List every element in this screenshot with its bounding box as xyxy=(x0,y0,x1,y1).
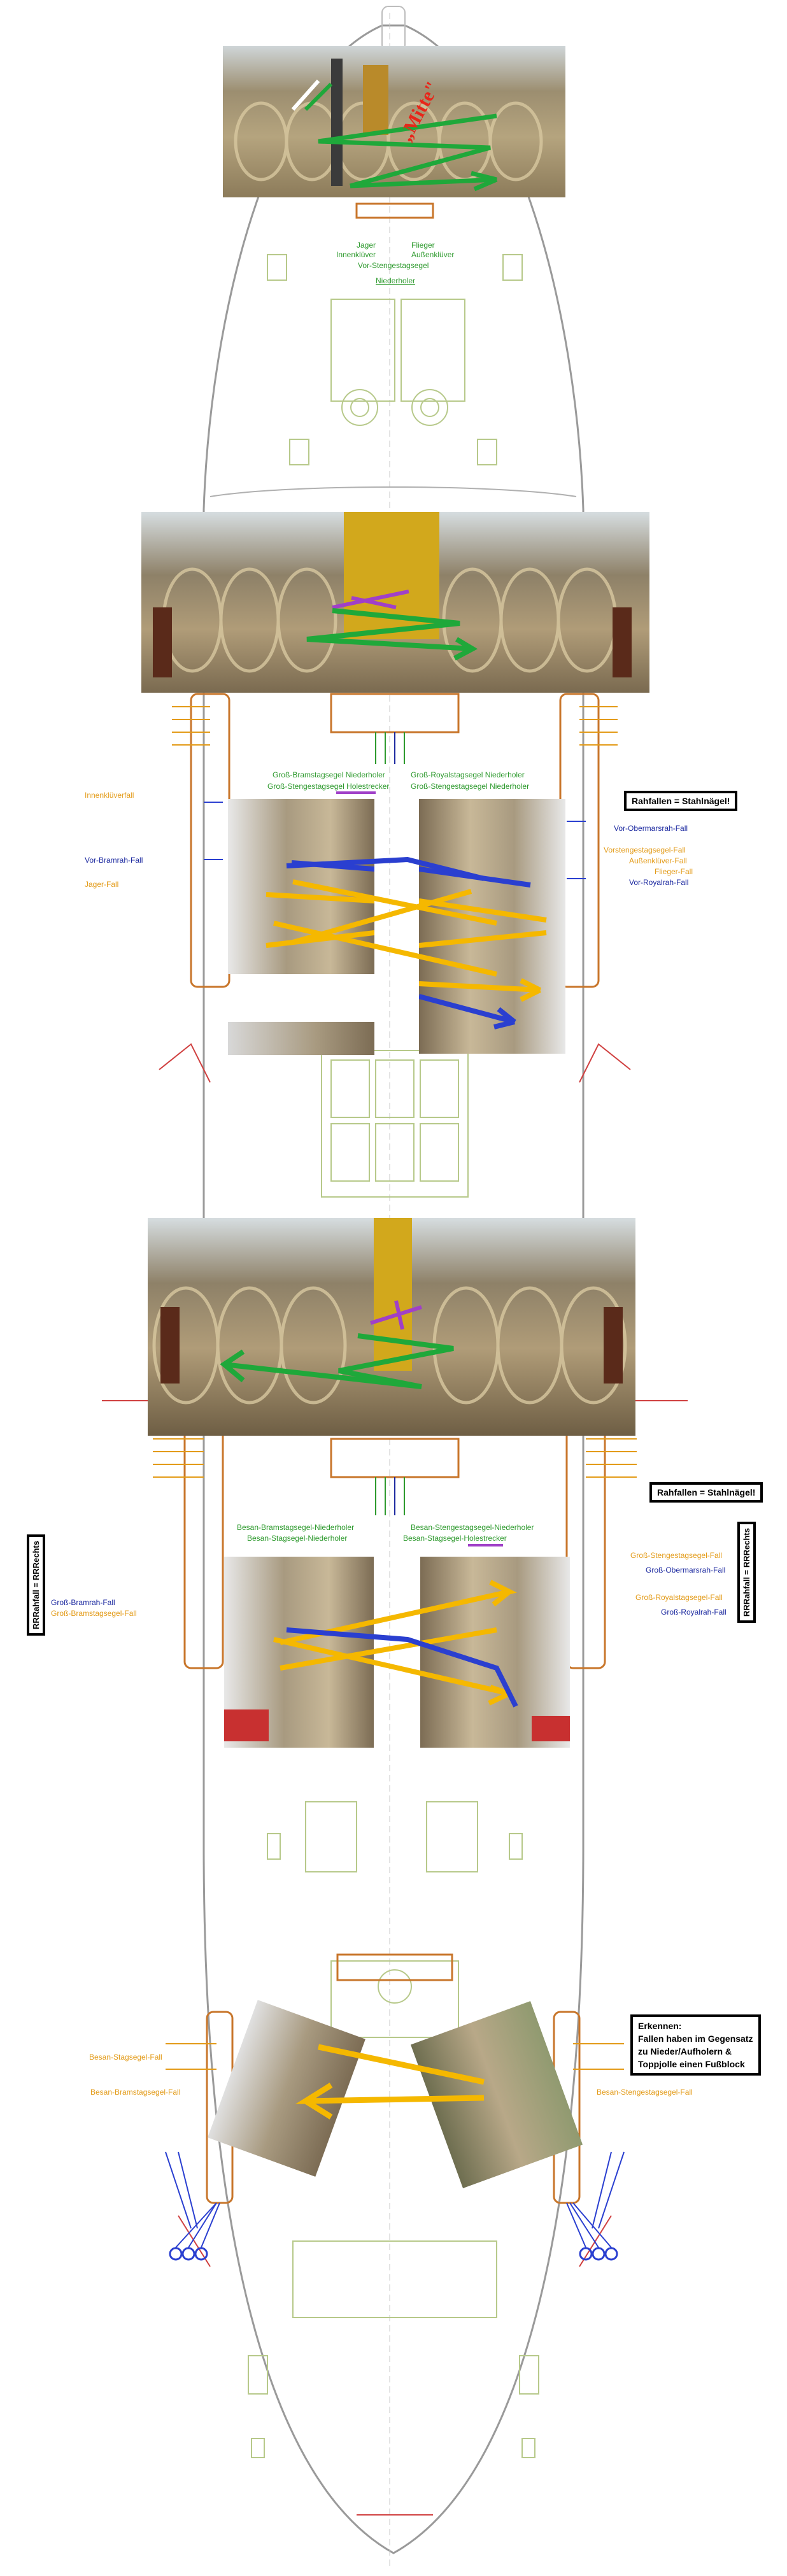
label-gross-obermarsrah-fall: Groß-Obermarsrah-Fall xyxy=(646,1566,726,1575)
label-jager-fall: Jager-Fall xyxy=(85,880,119,889)
label-vor-obermarsrah-fall: Vor-Obermarsrah-Fall xyxy=(614,824,688,833)
label-niederholer: Niederholer xyxy=(376,276,416,285)
note-rrrahfall-left: RRRahfall = RRRechts xyxy=(27,1534,45,1636)
label-vor-royalrah-fall: Vor-Royalrah-Fall xyxy=(629,878,689,887)
label-vor-stengestagsegel: Vor-Stengestagsegel xyxy=(358,261,429,270)
label-besan-stagsegel-fall: Besan-Stagsegel-Fall xyxy=(89,2053,162,2062)
label-gross-bramrah-fall: Groß-Bramrah-Fall xyxy=(51,1598,115,1607)
label-aussenkluever-fall: Außenklüver-Fall xyxy=(629,856,687,865)
bow-rope-coils-photo: „Mitte" xyxy=(223,46,565,197)
label-gross-royalstagsegel-niederholer: Groß-Royalstagsegel Niederholer xyxy=(411,770,525,779)
label-aussenkluever: Außenklüver xyxy=(411,250,455,259)
label-besan-stagsegel-niederholer: Besan-Stagsegel-Niederholer xyxy=(247,1534,348,1543)
label-gross-royalstagsegel-fall: Groß-Royalstagsegel-Fall xyxy=(635,1593,723,1602)
label-innenklueverfall: Innenklüverfall xyxy=(85,791,134,800)
note-rrrahfall-right: RRRahfall = RRRechts xyxy=(737,1522,756,1624)
foremast-rope-coils-photo xyxy=(141,512,649,693)
label-gross-bramstagsegel-niederholer: Groß-Bramstagsegel Niederholer xyxy=(273,770,385,779)
label-besan-stagsegel-holestrecker: Besan-Stagsegel-Holestrecker xyxy=(403,1534,507,1543)
label-gross-royalrah-fall: Groß-Royalrah-Fall xyxy=(661,1608,727,1617)
note-erkennen-line: Fallen haben im Gegensatz xyxy=(638,2034,753,2044)
red-deck-marker xyxy=(224,1709,269,1741)
label-besan-stengestagsegel-fall: Besan-Stengestagsegel-Fall xyxy=(597,2088,693,2097)
label-vor-bramrah-fall: Vor-Bramrah-Fall xyxy=(85,856,143,865)
label-besan-stengestagsegel-niederholer: Besan-Stengestagsegel-Niederholer xyxy=(411,1523,534,1532)
red-deck-marker xyxy=(532,1716,570,1741)
mainmast-rope-coils-photo xyxy=(148,1218,635,1436)
bow-photo-arrows xyxy=(234,59,543,192)
label-besan-bramstagsegel-fall: Besan-Bramstagsegel-Fall xyxy=(90,2088,181,2097)
note-erkennen-line: Erkennen: xyxy=(638,2021,682,2031)
note-erkennen-line: zu Nieder/Aufholern & xyxy=(638,2046,732,2056)
label-innenkluever: Innenklüver xyxy=(336,250,376,259)
label-gross-stengestagsegel-fall: Groß-Stengestagsegel-Fall xyxy=(630,1551,723,1560)
label-flieger: Flieger xyxy=(411,241,435,250)
label-gross-stengestagsegel-holestrecker: Groß-Stengestagsegel Holestrecker xyxy=(267,782,390,791)
label-jager: Jager xyxy=(357,241,376,250)
label-vorstengestagsegel-fall: Vorstengestagsegel-Fall xyxy=(604,846,686,854)
fore-pinrail-left-lower-photo xyxy=(228,1022,374,1055)
note-rahfallen-fore: Rahfallen = Stahlnägel! xyxy=(624,791,738,811)
foremast-photo-arrows xyxy=(153,512,632,677)
label-besan-bramstagsegel-niederholer: Besan-Bramstagsegel-Niederholer xyxy=(237,1523,355,1532)
note-erkennen: Erkennen: Fallen haben im Gegensatz zu N… xyxy=(630,2014,761,2076)
label-gross-bramstagsegel-fall: Groß-Bramstagsegel-Fall xyxy=(51,1609,137,1618)
label-flieger-fall: Flieger-Fall xyxy=(655,867,693,876)
note-rahfallen-main: Rahfallen = Stahlnägel! xyxy=(649,1482,763,1503)
note-erkennen-line: Toppjolle einen Fußblock xyxy=(638,2059,745,2069)
mainmast-photo-arrows xyxy=(152,1218,627,1405)
label-gross-stengestagsegel-niederholer: Groß-Stengestagsegel Niederholer xyxy=(411,782,530,791)
